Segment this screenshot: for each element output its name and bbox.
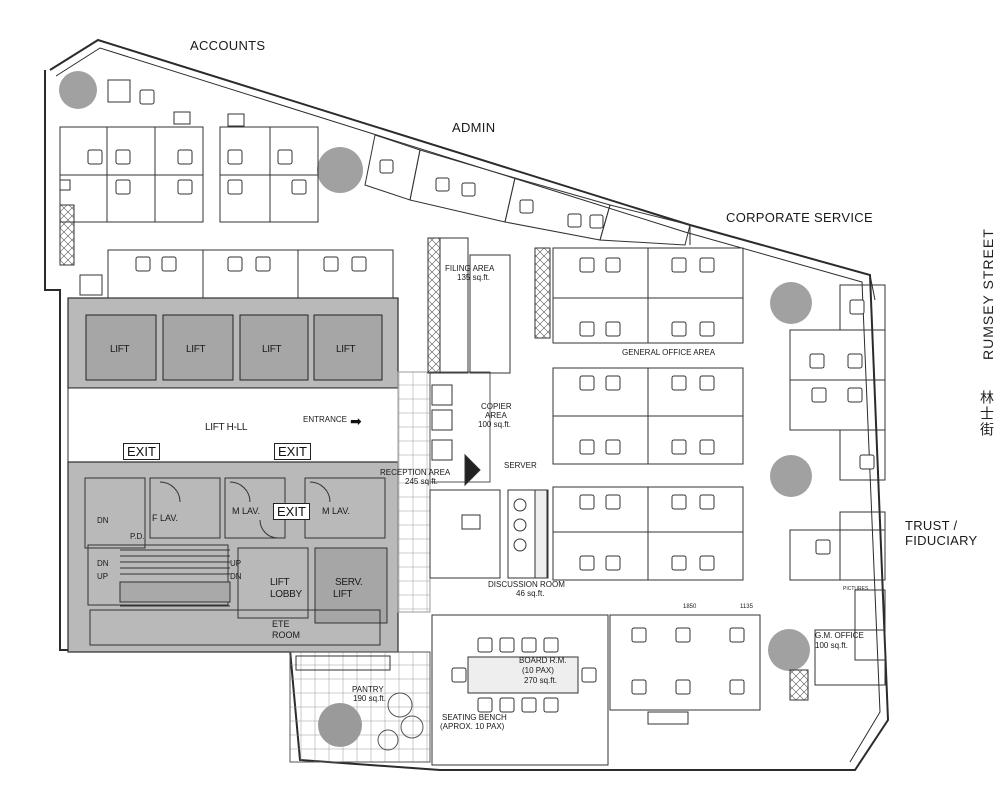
exit-sign-1: EXIT: [123, 443, 160, 460]
lav-female-label: F LAV.: [152, 513, 179, 523]
exit-sign-3: EXIT: [273, 503, 310, 520]
zone-label-trust-2: FIDUCIARY: [905, 533, 978, 548]
lift-label-3: LIFT: [262, 344, 282, 355]
chairs-admin: [379, 159, 604, 229]
board-room-size: 270 sq.ft.: [524, 676, 557, 685]
pantry-area: [289, 651, 431, 763]
entrance-arrow-icon: ➡: [350, 413, 362, 429]
copier-label-1: COPIER: [481, 402, 512, 411]
admin-desks: [364, 134, 691, 246]
server-label: SERVER: [504, 461, 537, 470]
seating-bench-pax: (APROX. 10 PAX): [440, 722, 505, 731]
columns: [59, 71, 812, 671]
lift-label-1: LIFT: [110, 344, 130, 355]
reception-zone: [429, 371, 491, 483]
pantry-size: 190 sq.ft.: [353, 694, 386, 703]
zone-label-general-office: GENERAL OFFICE AREA: [622, 348, 716, 357]
chairs-general-office: [579, 257, 715, 571]
chairs-accounts: [87, 89, 307, 195]
reception-label: RECEPTION AREA: [380, 468, 451, 477]
room-label: ROOM: [272, 630, 300, 640]
dn-label-2: DN: [97, 559, 109, 568]
seating-bench-label: SEATING BENCH: [442, 713, 507, 722]
zone-label-trust-1: TRUST /: [905, 518, 958, 533]
lav-male-2-label: M LAV.: [322, 506, 351, 516]
discussion-room-size: 46 sq.ft.: [516, 589, 545, 598]
lav-male-label: M LAV.: [232, 506, 261, 516]
east-offices: [789, 284, 886, 661]
street-name-chinese: 林士街: [978, 390, 994, 438]
filing-area-size: 135 sq.ft.: [457, 273, 490, 282]
up-label-2: UP: [230, 559, 242, 568]
reception-desk: [429, 384, 549, 579]
gm-office-size: 100 sq.ft.: [815, 641, 848, 650]
discussion-room-label: DISCUSSION ROOM: [488, 580, 565, 589]
filing-area-label: FILING AREA: [445, 264, 495, 273]
chairs-east: [809, 299, 875, 555]
dn-label-3: DN: [230, 572, 242, 581]
general-office-workstations: [534, 247, 744, 581]
serv-lift-label-1: SERV.: [335, 577, 363, 588]
lift-hall-label: LIFT H-LL: [205, 422, 248, 433]
pantry-label: PANTRY: [352, 685, 384, 694]
gm-office: [789, 629, 886, 701]
zone-label-corporate-service: CORPORATE SERVICE: [726, 210, 873, 225]
entrance-label: ENTRANCE: [303, 415, 348, 424]
desks-north-row: [79, 249, 394, 299]
lift-lobby-label-1: LIFT: [270, 577, 290, 588]
accounts-workstations: [59, 79, 319, 266]
lift-label-2: LIFT: [186, 344, 206, 355]
serv-lift-label-2: LIFT: [333, 589, 353, 600]
dn-label-1: DN: [97, 516, 109, 525]
board-room-pax: (10 PAX): [522, 666, 554, 675]
pd-label: P.D.: [130, 532, 145, 541]
exit-sign-2: EXIT: [274, 443, 311, 460]
ete-label: ETE: [272, 619, 290, 629]
gm-office-label: G.M. OFFICE: [815, 631, 864, 640]
dimension-label-2: 1135: [740, 604, 753, 610]
board-room: [431, 614, 761, 766]
lift-lobby-label-2: LOBBY: [270, 589, 302, 600]
lift-core: [67, 297, 399, 653]
pictures-label: PICTURES: [843, 586, 869, 592]
chairs-north-row: [135, 256, 367, 272]
dimension-label-1: 1850: [683, 604, 697, 610]
chairs-discussion: [513, 498, 527, 552]
copier-label-3: 100 sq.ft.: [478, 420, 511, 429]
board-room-label: BOARD R.M.: [519, 656, 567, 665]
chairs-board: [451, 627, 745, 713]
zone-label-admin: ADMIN: [452, 120, 496, 135]
reception-size: 245 sq.ft.: [405, 477, 438, 486]
copier-label-2: AREA: [485, 411, 507, 420]
lift-label-4: LIFT: [336, 344, 356, 355]
filing-area: [427, 237, 511, 374]
zone-label-accounts: ACCOUNTS: [190, 38, 266, 53]
corridor-floor: [397, 371, 431, 613]
up-label-1: UP: [97, 572, 109, 581]
street-name: RUMSEY STREET: [980, 228, 996, 360]
